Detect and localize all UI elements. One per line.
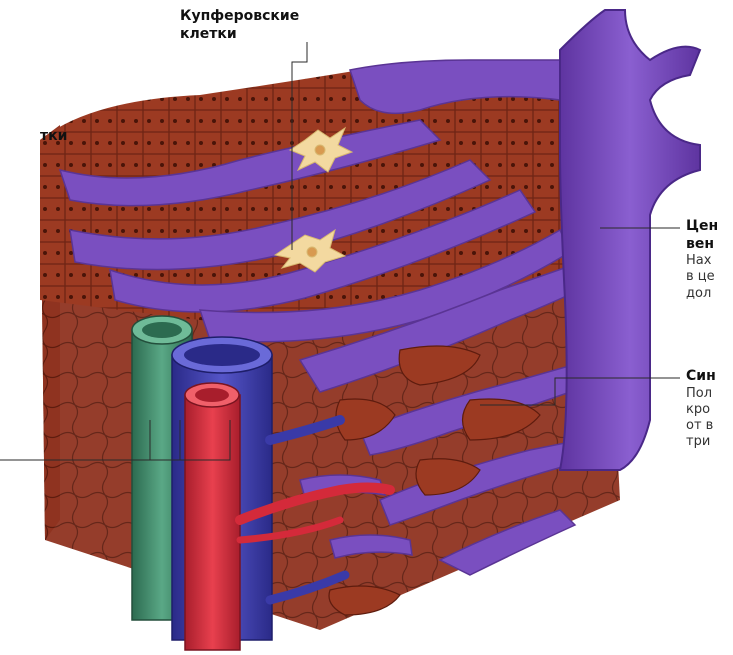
sinusoids-title: Син: [686, 368, 716, 386]
central-vein-title-1: Цен: [686, 218, 718, 236]
central-vein-desc-3: дол: [686, 286, 718, 302]
sinusoids-label: Син Пол кро от в три: [686, 368, 716, 451]
sinusoids-desc-2: кро: [686, 402, 716, 418]
hepatocytes-label: тки: [40, 128, 67, 146]
kupffer-label-line1: Купферовские: [180, 8, 299, 26]
sinusoids-desc-3: от в: [686, 418, 716, 434]
central-vein-title-2: вен: [686, 236, 718, 254]
sinusoids-desc-1: Пол: [686, 386, 716, 402]
hepatocytes-label-text: тки: [40, 128, 67, 146]
kupffer-label-line2: клетки: [180, 26, 299, 44]
central-vein-label: Цен вен Нах в це дол: [686, 218, 718, 302]
sinusoids-desc-4: три: [686, 434, 716, 450]
central-vein-desc-2: в це: [686, 269, 718, 285]
central-vein-desc-1: Нах: [686, 253, 718, 269]
central-vein: [560, 10, 700, 470]
kupffer-cells-label: Купферовские клетки: [180, 8, 299, 43]
